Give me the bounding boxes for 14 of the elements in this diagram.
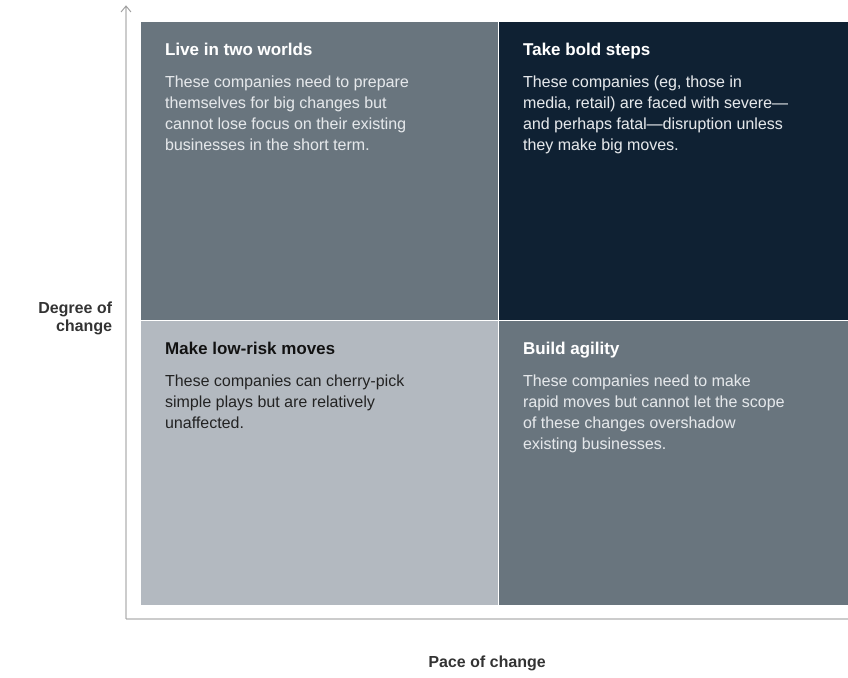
quadrant-panel — [141, 22, 498, 320]
x-axis-label: Pace of change — [427, 654, 547, 672]
quadrant-heading: Make low-risk moves — [165, 339, 336, 359]
quadrant-panel — [499, 22, 848, 320]
quadrant-heading: Take bold steps — [523, 40, 650, 60]
y-axis-label: Degree of change — [37, 300, 112, 336]
quadrant-description: These companies (eg, those in media, retail) are faced with severe—and perhaps fatal—disruption unless they make big moves. — [523, 73, 788, 156]
quadrant-heading: Live in two worlds — [165, 40, 312, 60]
quadrant-panel — [141, 321, 498, 605]
quadrant-description: These companies need to make rapid moves but cannot let the scope of these changes overshadow existing businesses. — [523, 372, 786, 455]
quadrant-description: These companies need to prepare themselves for big changes but cannot lose focus on their existing businesses in the short term. — [165, 73, 410, 156]
quadrant-description: These companies can cherry-pick simple plays but are relatively unaffected. — [165, 372, 406, 434]
quadrant-panel — [499, 321, 848, 605]
quadrant-heading: Build agility — [523, 339, 620, 359]
